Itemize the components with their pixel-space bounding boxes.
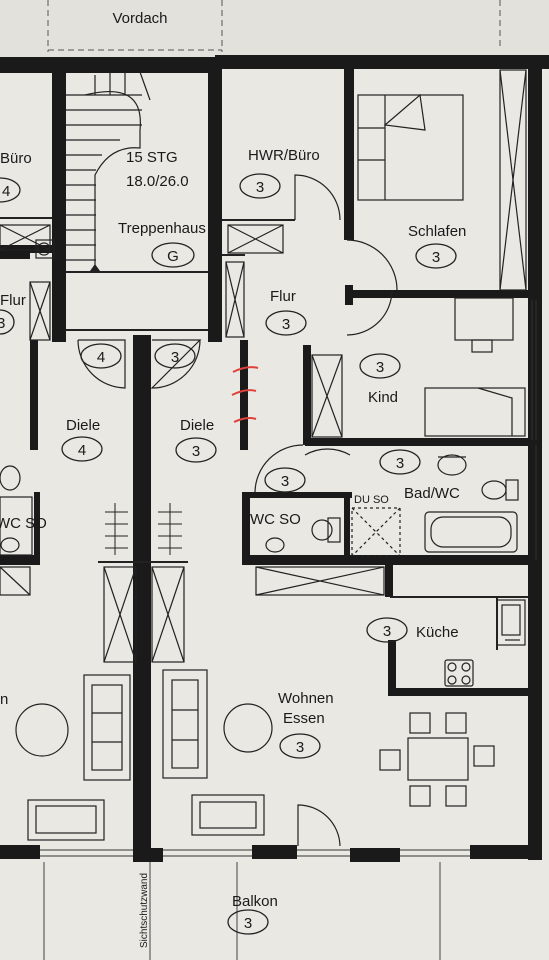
walls — [0, 55, 549, 862]
furniture — [0, 93, 526, 841]
label-kind-unit: 3 — [376, 359, 384, 376]
label-diele-right: Diele — [180, 417, 214, 434]
label-diele-left-unit: 4 — [78, 442, 86, 459]
label-sichtschutzwand: Sichtschutzwand — [139, 873, 150, 948]
label-bad-unit: 3 — [396, 455, 404, 472]
label-wohnen-left-partial: n — [0, 691, 8, 708]
label-stairs-ratio: 18.0/26.0 — [126, 173, 189, 190]
label-wcso-unit: 3 — [281, 473, 289, 490]
label-duso: DU SO — [354, 494, 389, 506]
label-kueche-unit: 3 — [383, 623, 391, 640]
label-treppenhaus-unit: G — [167, 248, 179, 265]
top-shadow — [0, 0, 549, 60]
label-flur-right-unit: 3 — [282, 316, 290, 333]
label-flur-left-unit: 3 — [0, 315, 5, 332]
label-wcso-left: WC SO — [0, 515, 47, 532]
doors — [77, 174, 398, 847]
label-hwr-unit: 3 — [256, 179, 264, 196]
label-diele-left: Diele — [66, 417, 100, 434]
label-essen: Essen — [283, 710, 325, 727]
label-buero-left-unit: 4 — [2, 183, 10, 200]
label-wcso-right: WC SO — [250, 511, 301, 528]
label-wohnen: Wohnen — [278, 690, 334, 707]
label-schlafen-unit: 3 — [432, 249, 440, 266]
red-annotation-marks — [231, 366, 259, 423]
label-hwr: HWR/Büro — [248, 147, 320, 164]
label-flur-left: Flur — [0, 292, 26, 309]
balcony — [43, 862, 441, 960]
closets — [0, 69, 527, 663]
label-diele-right-unit: 3 — [192, 443, 200, 460]
label-buero-left: Büro — [0, 150, 32, 167]
label-balkon: Balkon — [232, 893, 278, 910]
label-flur-right: Flur — [270, 288, 296, 305]
label-stairs-count: 15 STG — [126, 149, 178, 166]
label-balkon-unit: 3 — [244, 915, 252, 932]
label-door-unit-4: 4 — [97, 349, 105, 366]
vordach-outline — [47, 0, 501, 52]
label-bad: Bad/WC — [404, 485, 460, 502]
unit-badges — [0, 173, 457, 935]
staircase — [66, 71, 151, 273]
label-wohnen-unit: 3 — [296, 739, 304, 756]
coat-racks — [105, 503, 182, 555]
label-kind: Kind — [368, 389, 398, 406]
label-kueche: Küche — [416, 624, 459, 641]
label-treppenhaus: Treppenhaus — [118, 220, 206, 237]
windows — [40, 300, 537, 857]
label-schlafen: Schlafen — [408, 223, 466, 240]
label-vordach: Vordach — [112, 10, 167, 27]
label-door-unit-3: 3 — [171, 349, 179, 366]
room-labels: Vordach Büro 4 15 STG 18.0/26.0 Treppenh… — [0, 10, 466, 948]
